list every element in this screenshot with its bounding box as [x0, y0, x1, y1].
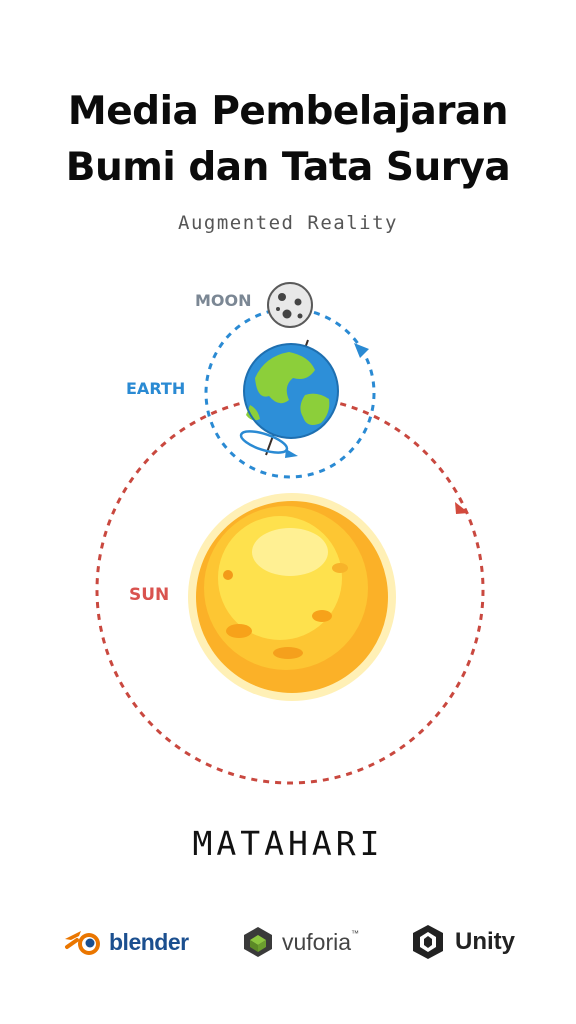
moon-icon: [267, 282, 313, 328]
vuforia-logo: vuforia™: [242, 915, 359, 969]
object-caption: MATAHARI: [192, 824, 384, 863]
unity-wordmark: Unity: [455, 928, 515, 955]
unity-icon: [413, 925, 443, 959]
sun-label: SUN: [129, 585, 169, 605]
logo-bar: blender vuforia™ Unity: [0, 915, 576, 969]
moon-label: MOON: [195, 291, 252, 310]
sun-icon: [188, 493, 396, 701]
sun-orbit-path: [95, 395, 485, 785]
blender-logo: blender: [63, 915, 189, 969]
title-line-2: Bumi dan Tata Surya: [65, 145, 511, 190]
page-subtitle: Augmented Reality: [178, 212, 398, 234]
unity-logo: Unity: [409, 915, 515, 969]
earth-orbit-path: [204, 307, 376, 479]
blender-wordmark: blender: [109, 928, 189, 955]
earth-icon: [239, 339, 339, 458]
sun-orbit-arrow-icon: [455, 502, 469, 514]
earth-label: EARTH: [126, 379, 185, 398]
page-title: Media Pembelajaran Bumi dan Tata Surya: [0, 84, 576, 196]
blender-icon: [65, 931, 100, 955]
title-line-1: Media Pembelajaran: [67, 89, 509, 134]
vuforia-wordmark: vuforia™: [282, 928, 360, 955]
solar-system-illustration[interactable]: MOON EARTH SUN: [0, 270, 576, 790]
vuforia-icon: [244, 927, 272, 957]
earth-orbit-arrow-icon: [354, 343, 369, 358]
